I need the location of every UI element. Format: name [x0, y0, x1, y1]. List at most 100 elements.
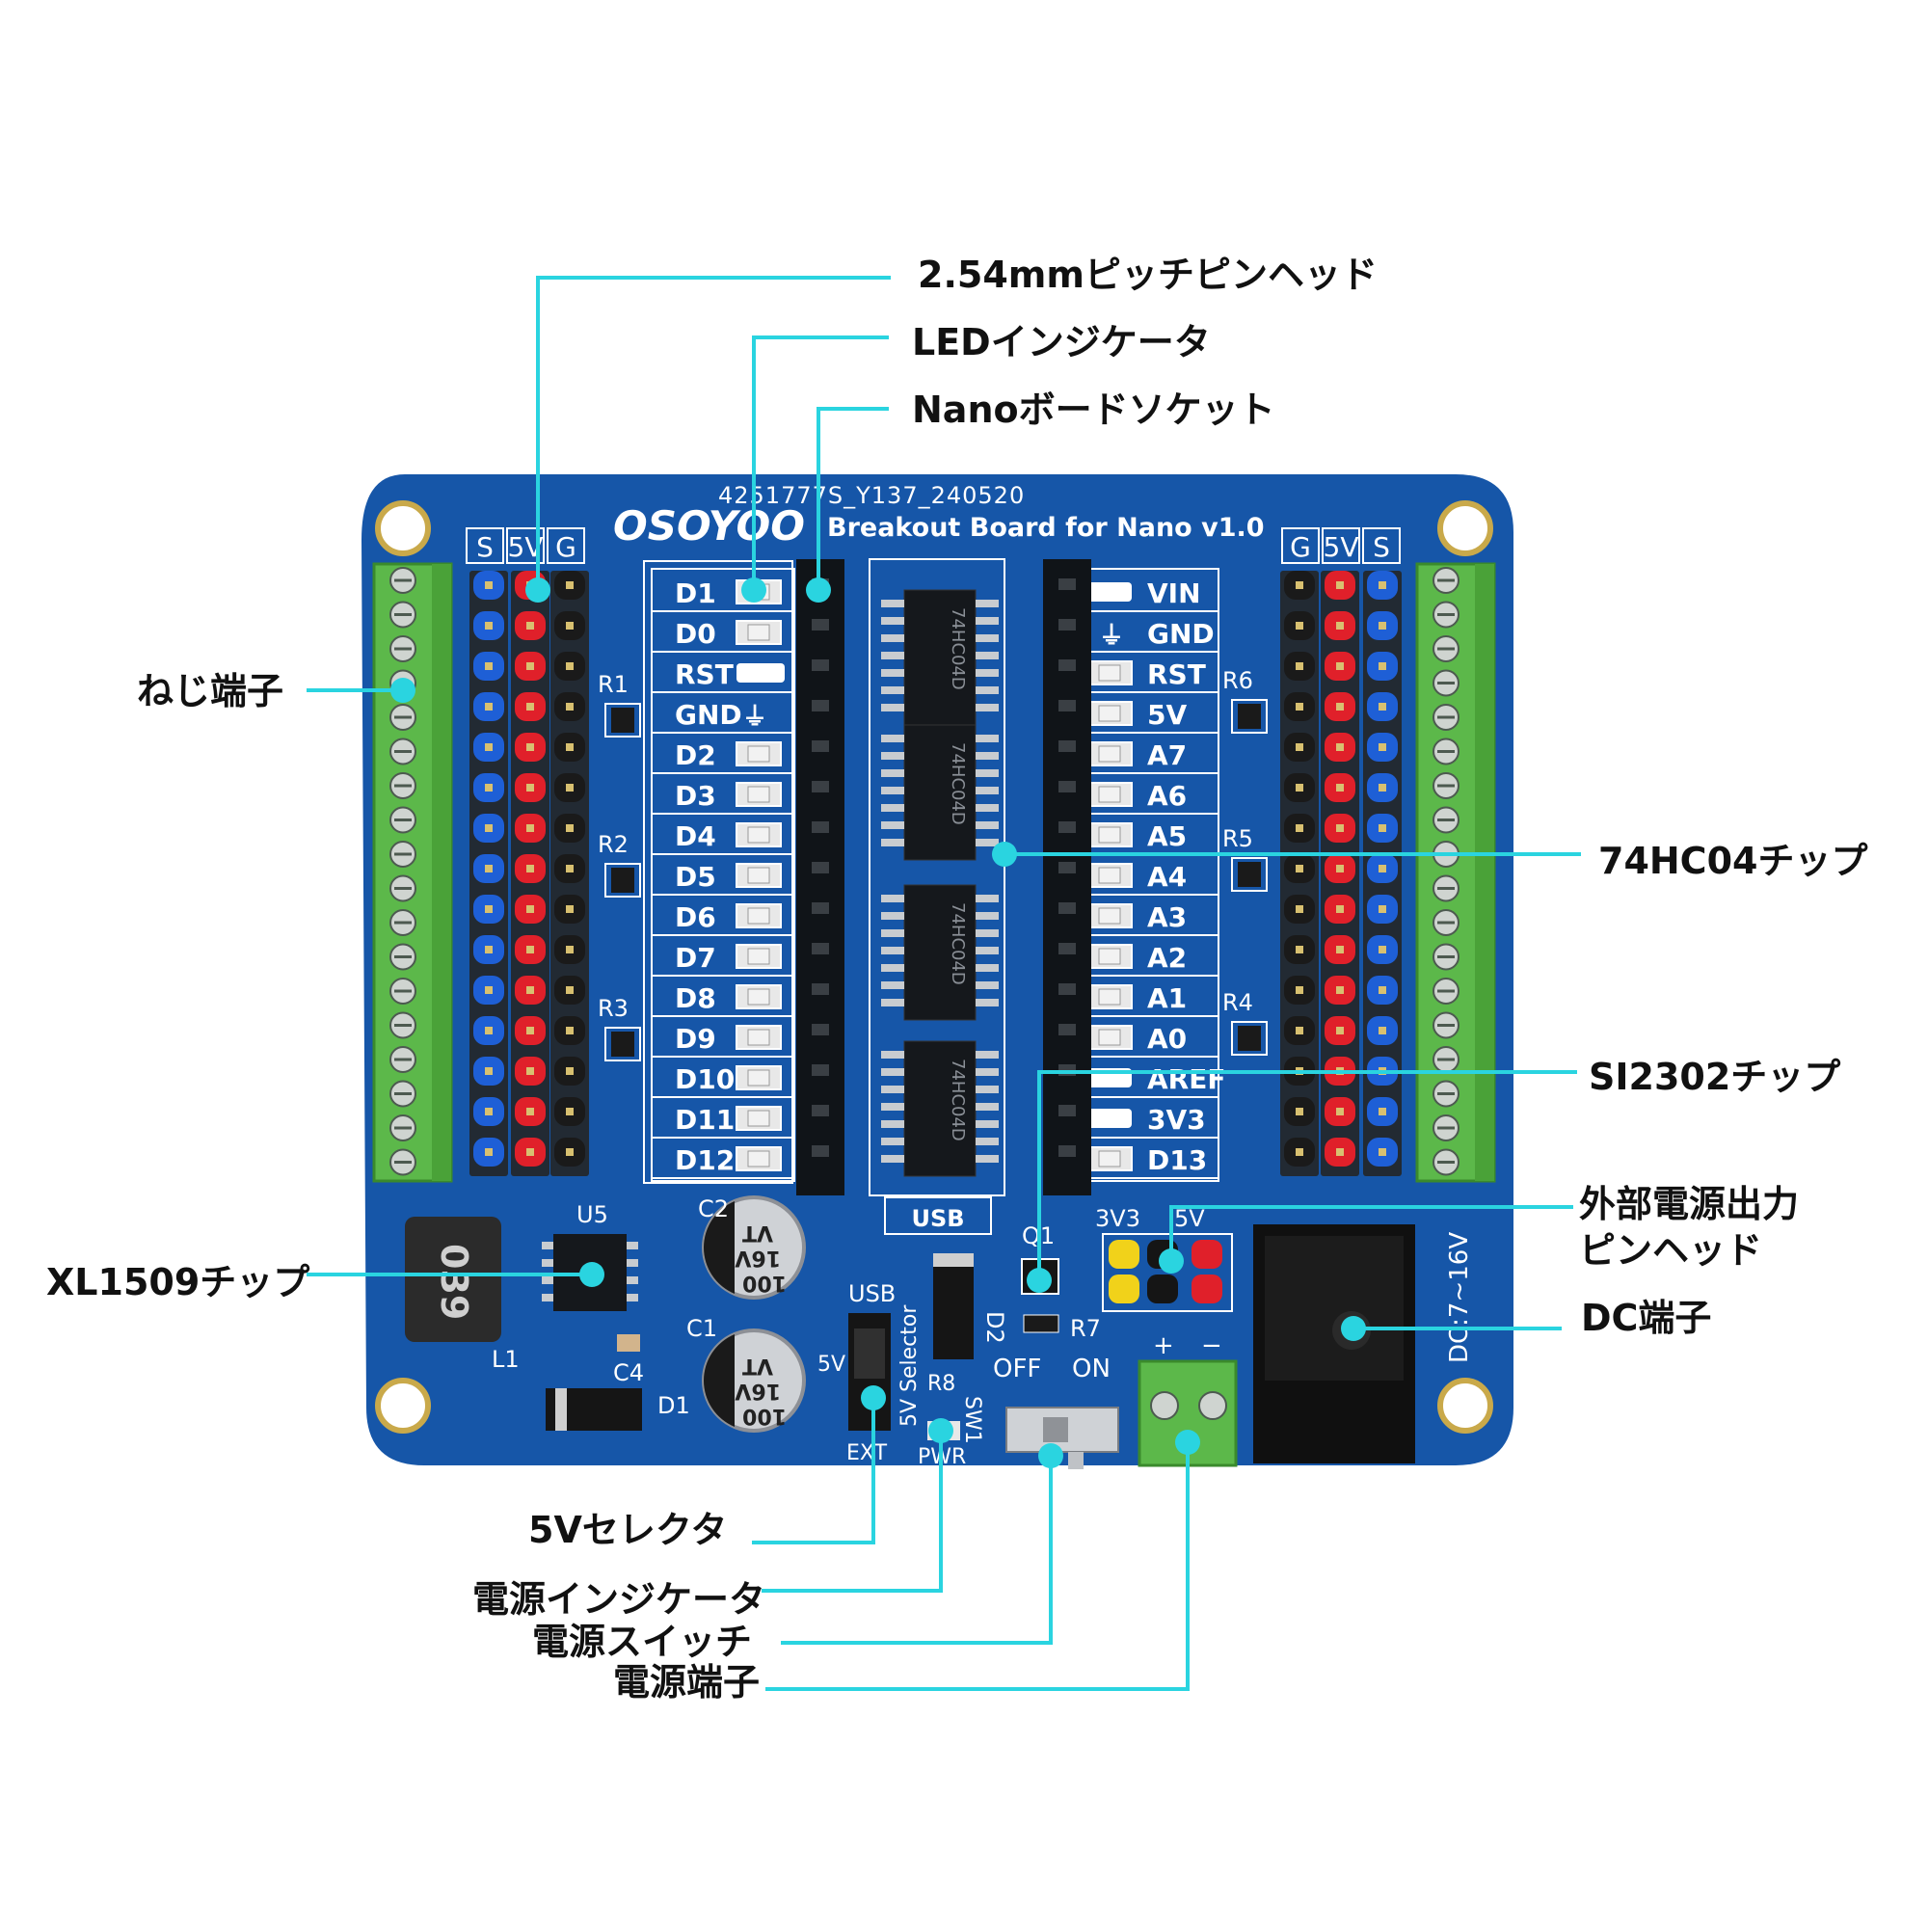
chip-pin — [976, 769, 999, 777]
chip-pin — [976, 1068, 999, 1076]
callout-ext-power-line1: 外部電源出力 — [1579, 1183, 1799, 1225]
led-lens — [747, 1150, 770, 1167]
pin-metal — [485, 1027, 493, 1034]
callout-dot — [928, 1418, 953, 1443]
label-3v3: 3V3 — [1095, 1205, 1140, 1232]
chip-pin — [976, 929, 999, 937]
pin-label: D12 — [675, 1144, 735, 1176]
pin-metal — [526, 986, 534, 994]
chip-pin — [881, 669, 904, 677]
capacitor-stripe — [704, 1201, 735, 1294]
led-lens — [747, 624, 770, 641]
chip-marking: 74HC04D — [948, 902, 968, 985]
led-lens — [1098, 988, 1121, 1006]
chip-pin — [881, 617, 904, 625]
pin-metal — [485, 865, 493, 872]
pin-metal — [1336, 1027, 1344, 1034]
pin-label: A6 — [1147, 780, 1187, 812]
chip-pin — [627, 1276, 638, 1284]
pin-metal — [566, 743, 574, 751]
resistor-label: R5 — [1222, 825, 1253, 852]
resistor-body — [1238, 704, 1261, 729]
chip-pin — [976, 1120, 999, 1128]
capacitor-voltage: 16V — [735, 1246, 781, 1270]
led-lens — [747, 948, 770, 965]
chip-pin — [881, 1086, 904, 1093]
led-pad — [1087, 582, 1132, 602]
chip-pin — [976, 787, 999, 794]
chip-pin — [976, 821, 999, 829]
pin-metal — [1336, 905, 1344, 913]
resistor-body — [611, 1032, 634, 1057]
label-c1: C1 — [686, 1315, 717, 1342]
ext-header-frame — [1102, 1233, 1233, 1312]
pin-metal — [566, 622, 574, 630]
chip-pin — [881, 981, 904, 989]
pin-metal — [485, 946, 493, 953]
led-pad — [736, 663, 785, 683]
pin-label: AREF — [1147, 1063, 1225, 1095]
header-label-box — [547, 527, 585, 564]
chip-pin — [881, 912, 904, 920]
callout-line — [1169, 1205, 1573, 1261]
ground-symbol: ⏚ — [1099, 622, 1124, 651]
pin-metal — [1379, 824, 1386, 832]
pin-label: D5 — [675, 861, 716, 893]
capacitor-voltage: 16V — [735, 1379, 781, 1403]
pin-metal — [1379, 1148, 1386, 1156]
led-lens — [747, 1069, 770, 1087]
pin-metal — [485, 1148, 493, 1156]
hc04-chip-body — [903, 884, 977, 1021]
chip-pin — [542, 1242, 553, 1249]
header-label-box — [506, 527, 545, 564]
ground-symbol: ⏚ — [742, 703, 767, 732]
nano-socket-right — [1043, 559, 1091, 1195]
brand-logo: OSOYOO — [613, 502, 805, 550]
chip-pin — [976, 617, 999, 625]
resistor-label: R1 — [598, 671, 629, 698]
chip-pin — [976, 634, 999, 642]
led-lens — [747, 907, 770, 925]
resistor-label: R2 — [598, 831, 629, 858]
led-lens — [1098, 745, 1121, 763]
pin-metal — [485, 581, 493, 589]
pin-headers-right — [1280, 571, 1402, 1176]
pin-label: A4 — [1147, 861, 1187, 893]
chip-pin — [881, 1103, 904, 1111]
socket-hole — [812, 1105, 829, 1116]
callout-screw-terminal: ねじ端子 — [137, 670, 283, 712]
pin-metal — [1336, 946, 1344, 953]
chip-pin — [881, 652, 904, 659]
led-lens — [1098, 867, 1121, 884]
header-label: G — [1290, 531, 1311, 563]
pin-label: A7 — [1147, 739, 1187, 771]
socket-hole — [812, 700, 829, 711]
pin-metal — [1336, 986, 1344, 994]
socket-hole — [812, 983, 829, 995]
led-lens — [1098, 786, 1121, 803]
pin-metal — [485, 743, 493, 751]
pin-metal — [526, 824, 534, 832]
label-5v: 5V — [1174, 1205, 1205, 1232]
pin-metal — [566, 581, 574, 589]
chip-pin — [976, 752, 999, 760]
pin-label: D1 — [675, 577, 716, 609]
chip-marking: 74HC04D — [948, 607, 968, 690]
label-l1: L1 — [492, 1346, 520, 1373]
label-minus: − — [1201, 1331, 1222, 1360]
label-c2: C2 — [698, 1195, 729, 1222]
pin-metal — [1296, 1148, 1303, 1156]
led-lens — [1098, 1029, 1121, 1046]
socket-hole — [1058, 1145, 1076, 1157]
socket-hole — [1058, 902, 1076, 914]
pin-metal — [1296, 622, 1303, 630]
callout-xl1509-chip: XL1509チップ — [46, 1261, 309, 1303]
chip-marking: 74HC04D — [948, 742, 968, 825]
label-plus: + — [1153, 1331, 1174, 1360]
led-lens — [1098, 907, 1121, 925]
chip-area-frame — [869, 558, 1005, 1196]
resistor-outline — [1231, 857, 1268, 892]
callout-dot — [741, 577, 766, 603]
pin-metal — [566, 662, 574, 670]
